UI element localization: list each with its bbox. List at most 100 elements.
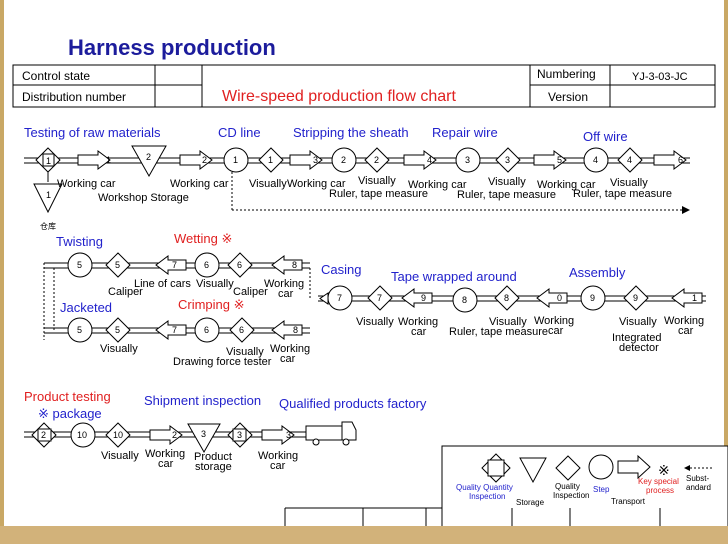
svg-text:2: 2 — [202, 155, 207, 165]
section-stripping: Stripping the sheath — [293, 125, 409, 140]
header-table — [12, 64, 716, 108]
version-label: Version — [548, 90, 588, 104]
svg-text:andard: andard — [686, 483, 711, 492]
row1-symbols: 1 1 仓库 1 2 2 1 1 3 2 2 4 3 3 — [33, 145, 690, 231]
svg-text:car: car — [548, 325, 564, 337]
svg-text:5: 5 — [557, 155, 562, 165]
svg-text:Inspection: Inspection — [553, 491, 589, 500]
svg-text:9: 9 — [633, 293, 638, 303]
svg-text:car: car — [278, 288, 294, 300]
svg-text:6: 6 — [204, 260, 209, 270]
svg-text:Integrated: Integrated — [612, 332, 662, 344]
svg-text:1: 1 — [106, 155, 111, 165]
svg-text:Working car: Working car — [170, 178, 229, 190]
row4-symbols: 2 10 10 2 3 3 3 — [31, 421, 357, 454]
control-state-label: Control state — [22, 69, 90, 83]
svg-text:10: 10 — [113, 430, 123, 440]
svg-text:Working: Working — [534, 315, 574, 327]
svg-text:Subst-: Subst- — [686, 474, 709, 483]
row2-lower-symbols: 5 5 7 6 6 8 — [67, 317, 303, 343]
svg-text:3: 3 — [201, 429, 206, 439]
svg-text:storage: storage — [195, 461, 232, 473]
row2-upper-symbols: 5 5 7 6 6 8 — [67, 252, 303, 278]
section-qualified: Qualified products factory — [279, 396, 427, 411]
svg-text:Step: Step — [593, 485, 610, 494]
svg-text:4: 4 — [427, 155, 432, 165]
svg-text:2: 2 — [146, 152, 151, 162]
section-shipment: Shipment inspection — [144, 393, 261, 408]
bottom-frame — [0, 526, 728, 544]
svg-text:3: 3 — [313, 155, 318, 165]
svg-text:3: 3 — [237, 430, 242, 440]
svg-text:1: 1 — [46, 156, 51, 166]
section-raw-materials: Testing of raw materials — [24, 125, 161, 140]
svg-text:8: 8 — [462, 295, 467, 305]
svg-text:6: 6 — [237, 260, 242, 270]
svg-text:Visually: Visually — [356, 316, 394, 328]
svg-text:3: 3 — [505, 155, 510, 165]
svg-text:0: 0 — [557, 293, 562, 303]
svg-text:2: 2 — [41, 430, 46, 440]
svg-text:6: 6 — [239, 325, 244, 335]
svg-text:Visually: Visually — [196, 278, 234, 290]
svg-text:Working car: Working car — [537, 179, 596, 191]
legend-storage-icon — [519, 457, 547, 484]
svg-text:2: 2 — [374, 155, 379, 165]
svg-text:Visually: Visually — [610, 177, 648, 189]
svg-text:Working: Working — [258, 450, 298, 462]
svg-text:car: car — [158, 458, 174, 470]
left-frame — [0, 0, 4, 530]
svg-text:Visually: Visually — [489, 316, 527, 328]
svg-text:Working: Working — [664, 315, 704, 327]
svg-text:2: 2 — [341, 155, 346, 165]
svg-text:7: 7 — [172, 325, 177, 335]
svg-text:Transport: Transport — [611, 497, 646, 506]
section-package: ※ package — [38, 406, 102, 421]
svg-text:car: car — [411, 326, 427, 338]
legend-step-icon — [588, 454, 614, 480]
svg-text:car: car — [270, 460, 286, 472]
svg-text:Ruler, tape measure: Ruler, tape measure — [573, 188, 672, 200]
svg-text:1: 1 — [46, 190, 51, 200]
svg-text:Quality: Quality — [555, 482, 580, 491]
svg-text:8: 8 — [292, 260, 297, 270]
svg-text:Working: Working — [398, 316, 438, 328]
svg-text:Visually: Visually — [488, 176, 526, 188]
svg-text:3: 3 — [286, 430, 291, 440]
svg-text:10: 10 — [77, 430, 87, 440]
svg-text:5: 5 — [115, 325, 120, 335]
svg-text:9: 9 — [590, 293, 595, 303]
svg-text:Storage: Storage — [516, 498, 545, 507]
svg-text:Workshop Storage: Workshop Storage — [98, 192, 189, 204]
section-crimping: Crimping ※ — [178, 297, 245, 312]
legend-transport-icon — [617, 454, 651, 480]
svg-text:6: 6 — [204, 325, 209, 335]
numbering-value: YJ-3-03-JC — [632, 71, 688, 83]
svg-text:process: process — [646, 486, 674, 495]
svg-text:5: 5 — [77, 260, 82, 270]
svg-text:Product: Product — [194, 451, 232, 463]
svg-text:5: 5 — [115, 260, 120, 270]
page-title: Harness production — [68, 35, 276, 60]
section-casing: Casing — [321, 262, 361, 277]
section-wetting: Wetting ※ — [174, 231, 232, 246]
svg-text:Line of cars: Line of cars — [134, 278, 191, 290]
svg-text:3: 3 — [465, 155, 470, 165]
svg-text:car: car — [678, 325, 694, 337]
section-tape-wrapped: Tape wrapped around — [391, 269, 517, 284]
row3-symbols: 7 7 9 8 8 0 9 9 1 — [319, 285, 703, 313]
section-twisting: Twisting — [56, 234, 103, 249]
svg-text:Caliper: Caliper — [233, 286, 268, 298]
flow-chart-canvas: Harness production Control state Distrib… — [12, 35, 728, 530]
svg-text:Working: Working — [270, 343, 310, 355]
svg-text:Drawing force tester: Drawing force tester — [173, 356, 272, 368]
truck-icon — [305, 425, 343, 441]
svg-text:Visually: Visually — [101, 450, 139, 462]
svg-text:Visually: Visually — [358, 175, 396, 187]
svg-text:Inspection: Inspection — [469, 492, 505, 501]
svg-text:Working car: Working car — [408, 179, 467, 191]
legend-key-special-icon: ※ — [658, 462, 670, 478]
right-frame — [724, 0, 728, 530]
svg-text:Working car: Working car — [57, 178, 116, 190]
svg-text:Caliper: Caliper — [108, 286, 143, 298]
